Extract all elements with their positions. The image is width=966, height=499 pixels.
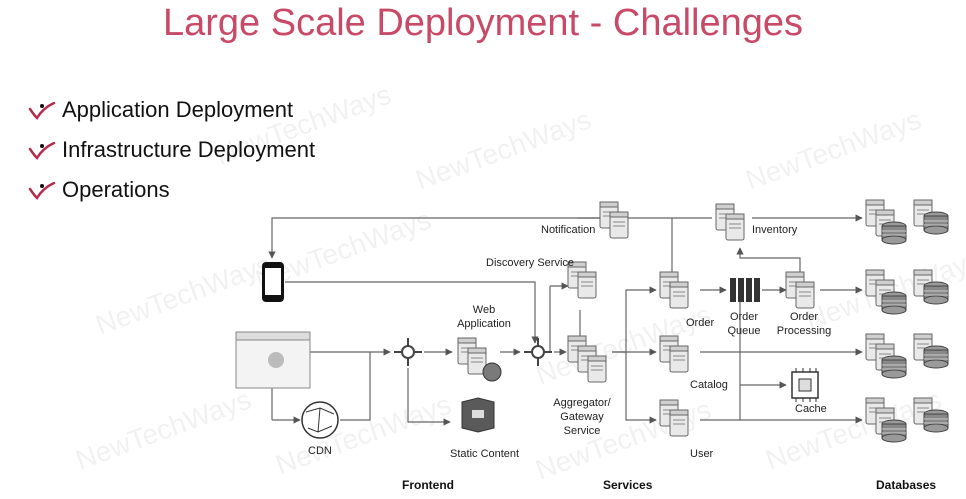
- aggregator-label: Gateway: [560, 411, 604, 423]
- watermark: NewTechWays: [531, 299, 715, 391]
- database-icon: [866, 200, 948, 244]
- watermark: NewTechWays: [411, 104, 595, 196]
- section-services: Services: [603, 478, 653, 492]
- bullet-list: Application Deployment Infrastructure De…: [28, 90, 315, 210]
- aggregator-label: Service: [564, 425, 601, 437]
- checkmark-icon: [28, 101, 56, 121]
- bullet-item: Operations: [28, 170, 315, 210]
- aggregator-label: Aggregator/: [553, 397, 611, 409]
- user-label: User: [690, 448, 714, 460]
- database-icon: [866, 334, 948, 378]
- order-server-icon: [660, 272, 688, 308]
- page-title: Large Scale Deployment - Challenges: [162, 2, 804, 44]
- load-balancer-icon: [393, 337, 423, 367]
- cdn-icon: [301, 401, 339, 439]
- notification-label: Notification: [541, 224, 595, 236]
- watermark: NewTechWays: [271, 389, 455, 481]
- mobile-phone-icon: [262, 262, 284, 302]
- cdn-label: CDN: [308, 445, 332, 457]
- cache-label: Cache: [795, 403, 827, 415]
- order-processing-server-icon: [786, 272, 814, 308]
- section-databases: Databases: [876, 478, 936, 492]
- static-content-label: Static Content: [450, 448, 519, 460]
- cache-chip-icon: [791, 368, 819, 402]
- connections: [268, 214, 863, 426]
- watermark: NewTechWays: [71, 384, 255, 476]
- web-application-icon: [458, 338, 502, 382]
- inventory-label: Inventory: [752, 224, 798, 236]
- bullet-text: Infrastructure Deployment: [62, 137, 316, 162]
- static-content-icon: [461, 397, 495, 433]
- catalog-server-icon: [660, 336, 688, 372]
- watermark: NewTechWays: [211, 79, 395, 171]
- order-queue-icon: [730, 278, 760, 302]
- discovery-service-label: Discovery Service: [486, 257, 574, 269]
- browser-window-icon: [235, 331, 311, 389]
- order-queue-label: Order: [730, 311, 758, 323]
- checkmark-icon: [28, 181, 56, 201]
- catalog-label: Catalog: [690, 379, 728, 391]
- web-application-label: Web: [473, 304, 495, 316]
- bullet-item: Infrastructure Deployment: [28, 130, 315, 170]
- watermark: NewTechWays: [91, 249, 275, 341]
- web-application-label: Application: [457, 318, 511, 330]
- inventory-server-icon: [716, 204, 744, 240]
- watermark: NewTechWays: [761, 384, 945, 476]
- bullet-text: Application Deployment: [62, 97, 294, 122]
- section-frontend: Frontend: [402, 478, 454, 492]
- watermark: NewTechWays: [741, 104, 925, 196]
- bullet-text: Operations: [62, 177, 170, 202]
- order-label: Order: [686, 317, 714, 329]
- order-queue-label: Queue: [727, 325, 760, 337]
- order-processing-label: Processing: [777, 325, 831, 337]
- notification-server-icon: [600, 202, 628, 238]
- bullet-item: Application Deployment: [28, 90, 315, 130]
- checkmark-icon: [28, 141, 56, 161]
- order-processing-label: Order: [790, 311, 818, 323]
